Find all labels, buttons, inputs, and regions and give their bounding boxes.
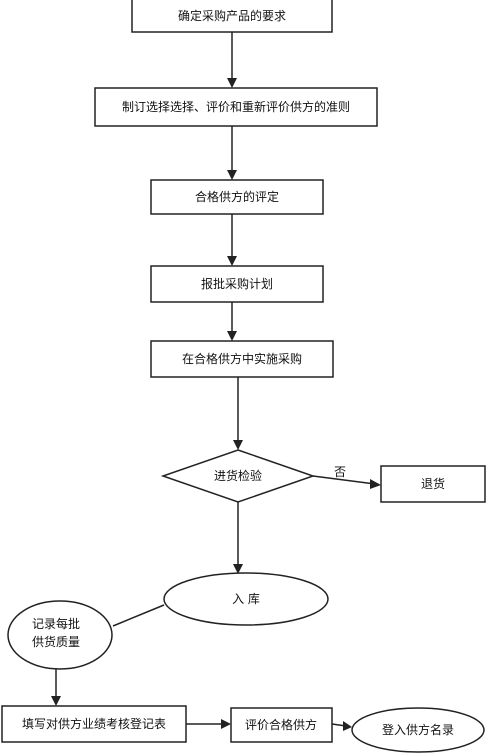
arrowhead-2-3 bbox=[227, 170, 237, 180]
fill-form-label: 填写对供方业绩考核登记表 bbox=[22, 716, 166, 731]
connector-storage-record bbox=[112, 604, 165, 627]
return-goods-box bbox=[380, 465, 486, 503]
return-goods-label: 退货 bbox=[421, 476, 445, 491]
arrowhead-form-evaluate bbox=[221, 719, 231, 729]
storage-label: 入 库 bbox=[232, 591, 260, 606]
arrowhead-evaluate-register bbox=[343, 721, 352, 731]
arrowhead-record-form bbox=[51, 696, 61, 706]
evaluate-box bbox=[230, 707, 333, 743]
step-box-criteria bbox=[94, 87, 378, 127]
step-label-criteria: 制订选择选择、评价和重新评价供方的准则 bbox=[122, 99, 350, 114]
evaluate-label: 评价合格供方 bbox=[245, 717, 317, 732]
step-label-approve-plan: 报批采购计划 bbox=[201, 276, 273, 291]
arrowhead-5-decision bbox=[233, 440, 243, 450]
record-quality-ellipse bbox=[7, 600, 113, 670]
step-box-define-requirements bbox=[131, 0, 333, 33]
arrowhead-4-5 bbox=[227, 331, 237, 341]
step-box-supplier-evaluation bbox=[150, 179, 324, 215]
register-label: 登入供方名录 bbox=[382, 722, 454, 737]
step-box-procurement bbox=[150, 340, 334, 378]
arrowhead-1-2 bbox=[227, 78, 237, 88]
step-box-approve-plan bbox=[150, 265, 324, 303]
decision-label-inspection: 进货检验 bbox=[214, 468, 262, 483]
register-ellipse bbox=[351, 707, 485, 753]
storage-ellipse bbox=[163, 572, 329, 626]
arrowhead-3-4 bbox=[227, 256, 237, 266]
step-label-procurement: 在合格供方中实施采购 bbox=[182, 351, 302, 366]
step-label-define-requirements: 确定采购产品的要求 bbox=[178, 8, 286, 23]
record-label-line2: 供货质量 bbox=[32, 634, 80, 649]
arrowhead-decision-storage bbox=[233, 564, 243, 574]
step-label-supplier-evaluation: 合格供方的评定 bbox=[195, 189, 279, 204]
connector-decision-return bbox=[312, 475, 376, 485]
no-branch-label: 否 bbox=[334, 465, 346, 479]
record-label-line1: 记录每批 bbox=[32, 616, 80, 631]
arrowhead-decision-return bbox=[370, 479, 381, 489]
